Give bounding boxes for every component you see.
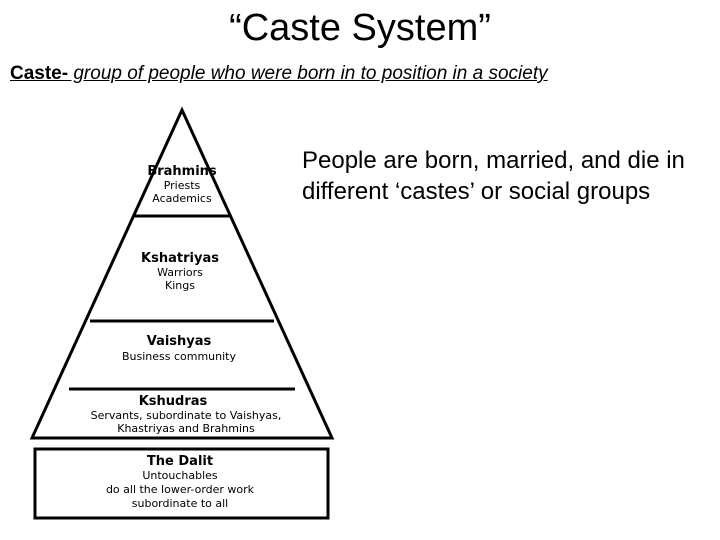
body-text: People are born, married, and die in dif… (302, 147, 685, 205)
level-desc: Untouchables (142, 469, 218, 482)
level-name-kshudras: Kshudras (139, 394, 208, 409)
definition-term: Caste- (10, 63, 69, 84)
slide-title: “Caste System” (229, 7, 491, 49)
level-name-dalit: The Dalit (147, 454, 213, 469)
level-name-kshatriyas: Kshatriyas (141, 251, 219, 266)
caste-definition: Caste- group of people who were born in … (10, 62, 548, 86)
level-desc: Servants, subordinate to Vaishyas, (91, 409, 282, 422)
level-desc: subordinate to all (132, 497, 228, 510)
definition-text: group of people who were born in to posi… (68, 63, 548, 84)
level-desc: do all the lower-order work (106, 483, 255, 496)
level-name-vaishyas: Vaishyas (147, 334, 212, 349)
pyramid-outline (29, 106, 335, 440)
dalit-box (33, 447, 330, 520)
level-desc: Warriors (157, 266, 203, 279)
level-desc: Kings (165, 279, 195, 292)
level-desc: Business community (122, 350, 237, 363)
level-name-brahmins: Brahmins (147, 164, 217, 179)
level-desc: Academics (152, 192, 212, 205)
level-desc: Khastriyas and Brahmins (117, 422, 255, 435)
level-desc: Priests (164, 179, 201, 192)
